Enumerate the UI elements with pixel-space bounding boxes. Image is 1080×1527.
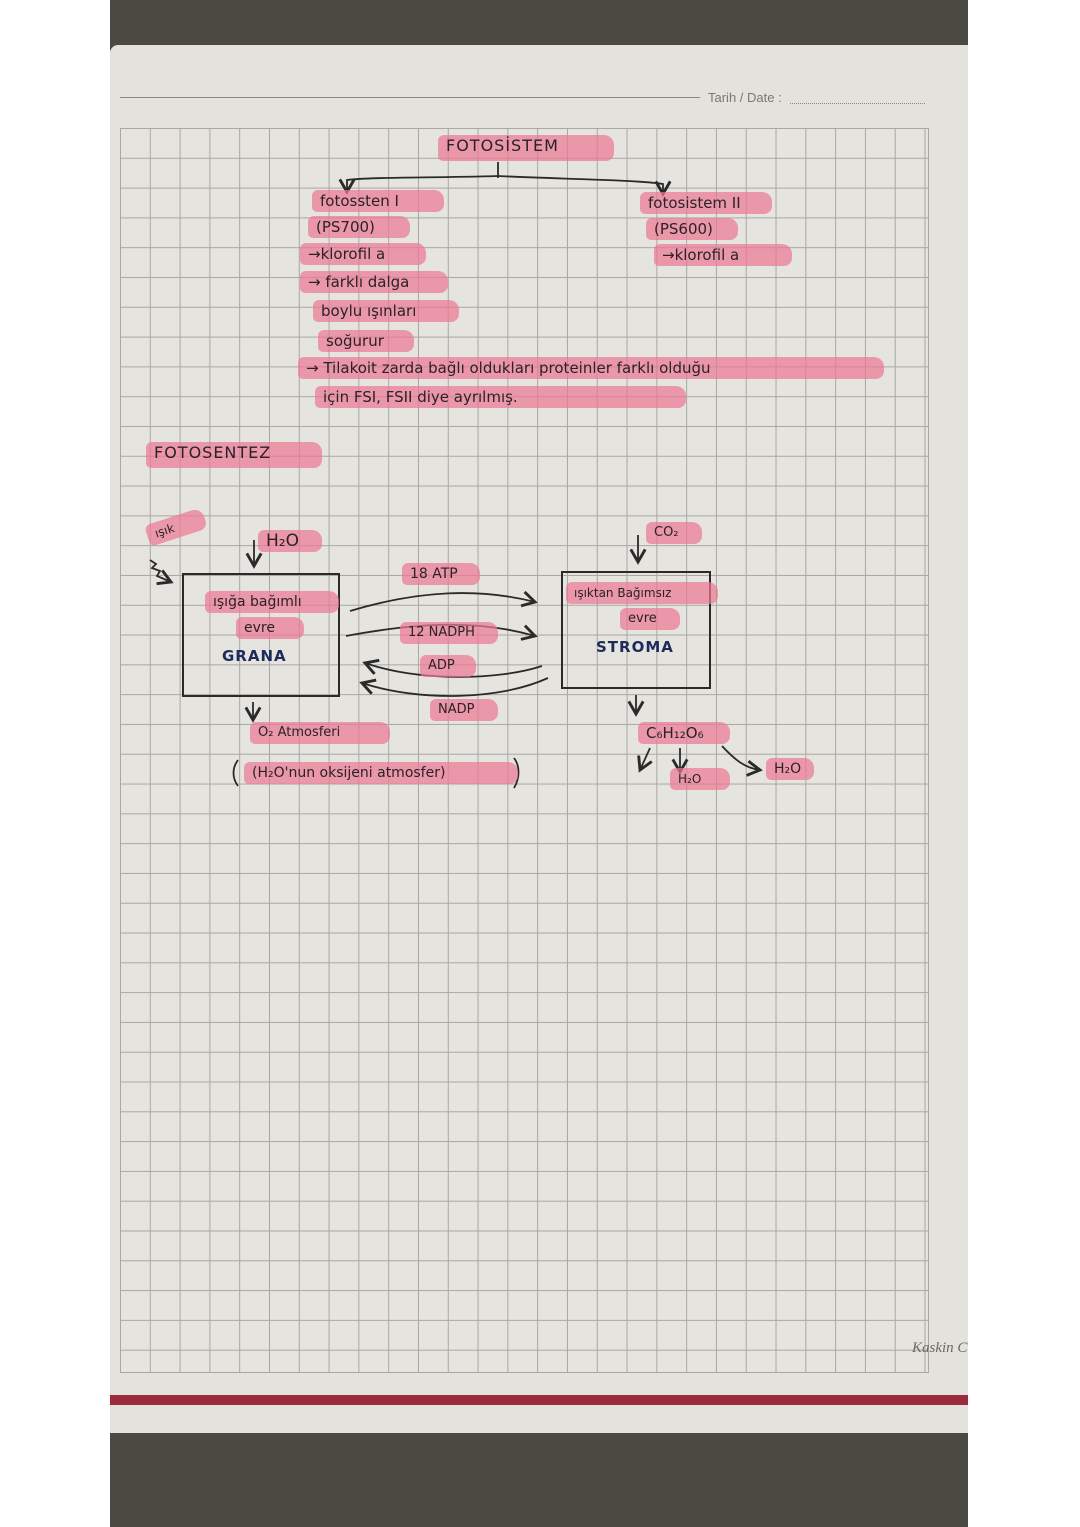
glucose-label: C₆H₁₂O₆ xyxy=(638,722,730,744)
stroma-box xyxy=(561,571,711,689)
header-rule xyxy=(120,97,700,98)
nadp-label: NADP xyxy=(430,699,498,721)
ps1-line-3: boylu ışınları xyxy=(313,300,459,322)
grana-box xyxy=(182,573,340,697)
o2-output-label: O₂ Atmosferi xyxy=(250,722,390,744)
atp-label: 18 ATP xyxy=(402,563,480,585)
grid-area xyxy=(120,128,929,1373)
ps2-title: fotosistem II xyxy=(640,192,772,214)
ps1-line-2: → farklı dalga xyxy=(300,271,448,293)
stroma-label-1: ışıktan Bağımsız xyxy=(566,582,718,604)
date-label: Tarih / Date : xyxy=(708,90,782,105)
ps1-code: (PS700) xyxy=(308,216,410,238)
water-input-label: H₂O xyxy=(258,530,322,552)
ps2-code: (PS600) xyxy=(646,218,738,240)
ps1-line-4: soğurur xyxy=(318,330,414,352)
fotosentez-title: FOTOSENTEZ xyxy=(146,442,322,468)
grana-label-2: evre xyxy=(236,617,304,639)
notebook-cover-edge xyxy=(110,1395,968,1405)
o2-note: (H₂O'nun oksijeni atmosfer) xyxy=(244,762,518,784)
fotosistem-title: FOTOSİSTEM xyxy=(438,135,614,161)
stroma-location: STROMA xyxy=(596,638,674,656)
co2-input-label: CO₂ xyxy=(646,522,702,544)
water-output-2: H₂O xyxy=(766,758,814,780)
water-output-1: H₂O xyxy=(670,768,730,790)
adp-label: ADP xyxy=(420,655,476,677)
date-field xyxy=(790,103,925,104)
ps2-line-1: →klorofil a xyxy=(654,244,792,266)
grana-label-1: ışığa bağımlı xyxy=(205,591,339,613)
stroma-label-2: evre xyxy=(620,608,680,630)
nadph-label: 12 NADPH xyxy=(400,622,498,644)
ps1-line-1: →klorofil a xyxy=(300,243,426,265)
fotosistem-note-line1: → Tilakoit zarda bağlı oldukları protein… xyxy=(298,357,884,379)
fotosistem-note-line2: için FSI, FSII diye ayrılmış. xyxy=(315,386,686,408)
ps1-title: fotossten I xyxy=(312,190,444,212)
grana-location: GRANA xyxy=(222,647,287,665)
brand-mark: Kaskin C xyxy=(912,1340,968,1356)
